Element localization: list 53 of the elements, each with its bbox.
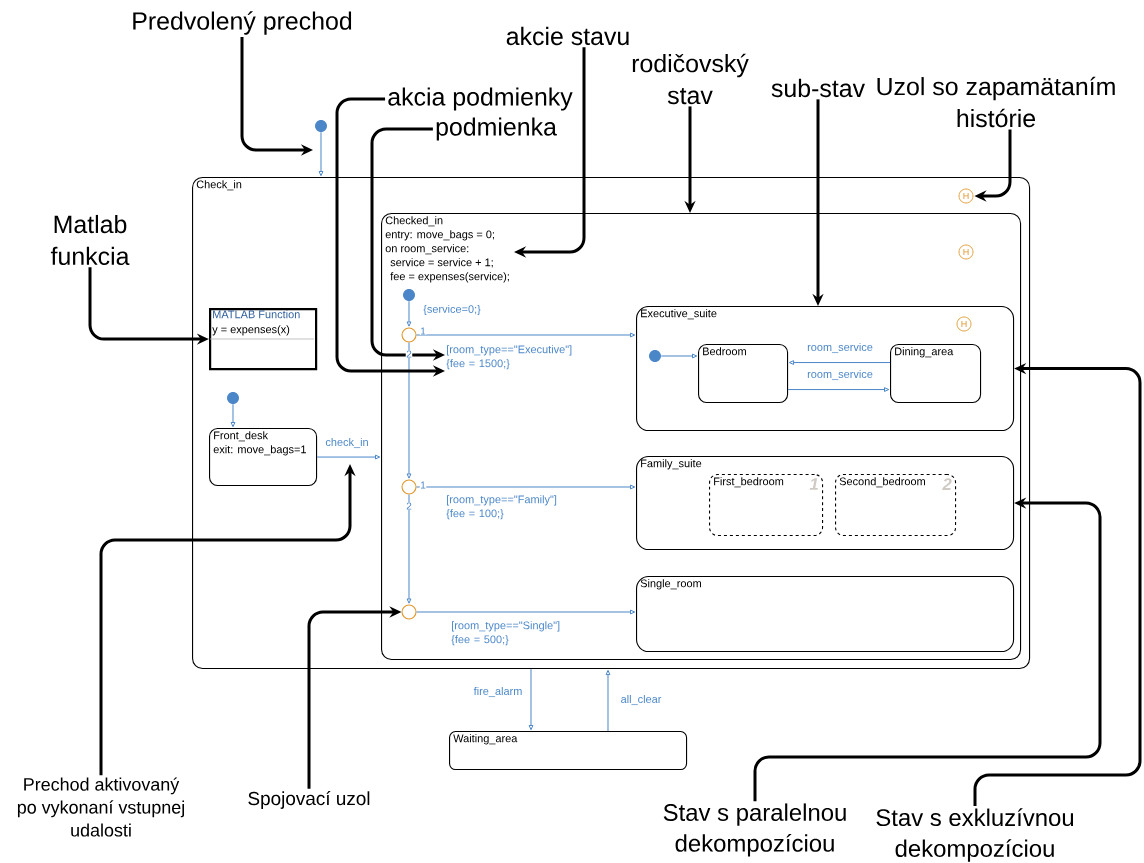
transition-arrow [528, 668, 534, 731]
transition-arrow [787, 387, 890, 392]
annotation-text: Stav s paralelnou dekompozíciou [663, 803, 846, 857]
transition-arrow [416, 484, 636, 490]
transition-arrow [318, 131, 324, 177]
transition-arrow [416, 609, 636, 615]
history-junction: H [956, 316, 972, 332]
edge-label: [room_type=="Family"] {fee = 100;} [445, 494, 568, 521]
edge-label: room_service [806, 341, 874, 355]
priority-number: 2 [405, 502, 413, 510]
edge-label: check_in [324, 436, 370, 450]
edge-label: fire_alarm [472, 685, 524, 699]
edge-label: {service=0;} [422, 303, 482, 317]
state-box: Single_room [636, 576, 1015, 653]
edge-label: room_service [806, 368, 874, 382]
transition-arrow [605, 669, 611, 732]
annotation-text: Stav s exkluzívnou dekompozíciou [876, 808, 1074, 862]
annotation-text: Spojovací uzol [248, 791, 370, 809]
transition-arrow [416, 332, 636, 338]
state-box: First_bedroom 1 [709, 474, 824, 537]
state-box: Bedroom [698, 344, 789, 404]
function-box: MATLAB Function y = expenses(x) [209, 308, 318, 371]
transition-arrow [788, 360, 891, 365]
annotation-text: Predvolený prechod [133, 11, 352, 35]
edge-label: [room_type=="Single"] {fee = 500;} [450, 620, 571, 647]
priority-number: 1 [419, 327, 427, 335]
edge-label: [room_type=="Executive"] {fee = 1500;} [445, 344, 583, 371]
state-box: Dining_area [890, 344, 982, 404]
transition-arrow [406, 342, 412, 479]
transition-arrow [316, 454, 381, 460]
annotation-text: Prechod aktivovaný po vykonaní vstupnej udalosti [17, 777, 184, 837]
transition-arrow [406, 494, 412, 604]
transition-arrow [230, 403, 236, 428]
annotation-text: akcia podmienky [388, 87, 573, 111]
state-box: Front_desk exit: move_bags=1 [209, 428, 318, 487]
state-box: Second_bedroom 2 [835, 474, 957, 537]
state-box: Waiting_area [449, 731, 688, 771]
annotation-text: podmienka [436, 117, 557, 141]
annotation-text: Matlab funkcia [50, 214, 130, 266]
transition-arrow [660, 353, 698, 359]
annotation-text: Uzol so zapamätaním histórie [877, 76, 1115, 128]
annotation-text: sub-stav [771, 78, 865, 98]
annotation-text: akcie stavu [506, 26, 629, 46]
priority-number: 1 [419, 481, 427, 489]
junction-circle [401, 327, 417, 343]
priority-number: 2 [405, 350, 413, 358]
annotation-text: rodičovský stav [632, 53, 749, 105]
transition-arrow [406, 300, 412, 327]
junction-circle [401, 604, 417, 620]
history-junction: H [958, 244, 974, 260]
edge-label: all_clear [619, 693, 663, 707]
junction-circle [401, 479, 417, 495]
history-junction: H [958, 188, 974, 204]
